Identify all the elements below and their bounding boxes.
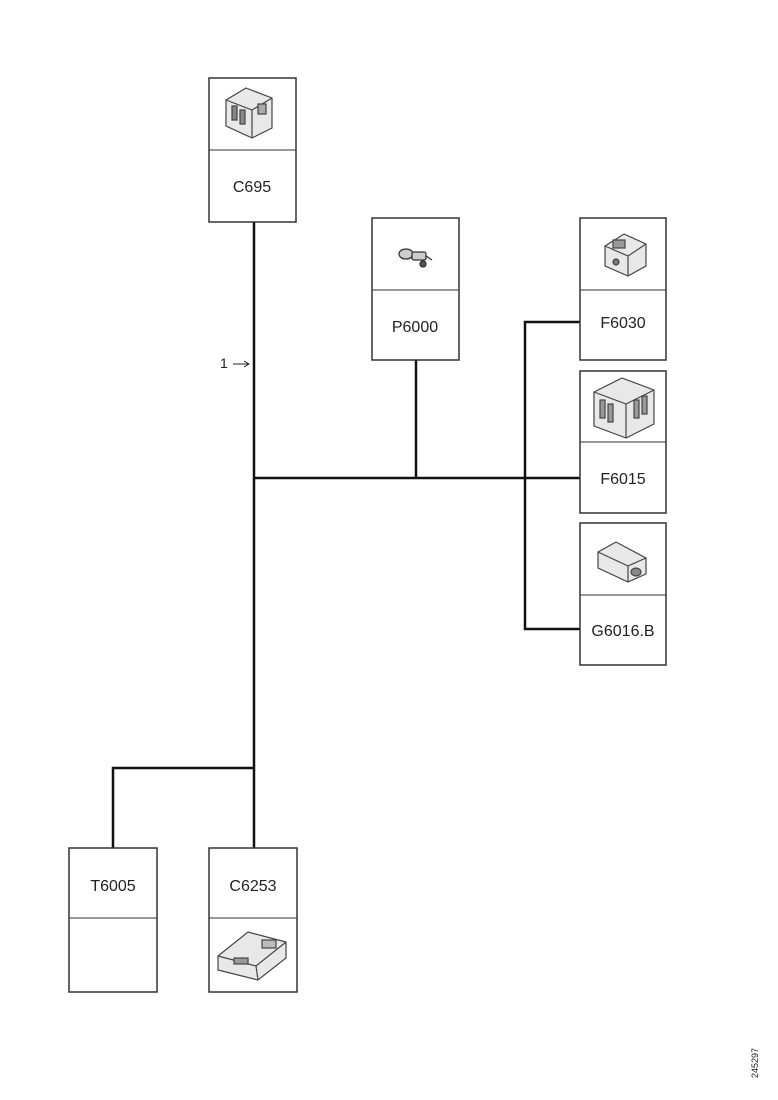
connector-label: C6253 bbox=[229, 878, 276, 895]
connector-c6253[interactable]: C6253 bbox=[208, 847, 298, 993]
sensor-probe-icon bbox=[398, 248, 433, 268]
f6030-g6016b-loop-wire bbox=[523, 320, 580, 631]
wiring-lines bbox=[111, 222, 580, 848]
connector-label: F6030 bbox=[600, 315, 645, 332]
connector-t6005[interactable]: T6005 bbox=[68, 847, 158, 993]
connector-c695[interactable]: C695 bbox=[208, 77, 297, 223]
callout-arrowhead bbox=[243, 360, 250, 368]
connector-label: C695 bbox=[233, 179, 271, 196]
t6005-branch-wire bbox=[111, 766, 254, 848]
connector-label: T6005 bbox=[90, 878, 135, 895]
connector-box bbox=[68, 847, 158, 993]
connector-g6016b[interactable]: G6016.B bbox=[579, 522, 667, 666]
connector-housing-icon bbox=[593, 377, 655, 439]
connector-plate-icon bbox=[217, 931, 287, 981]
connector-block-icon bbox=[604, 233, 647, 277]
connector-label: G6016.B bbox=[591, 623, 654, 640]
connector-label: P6000 bbox=[392, 319, 438, 336]
callout-1: 1 bbox=[220, 355, 250, 371]
connector-label: F6015 bbox=[600, 471, 645, 488]
connector-f6015[interactable]: F6015 bbox=[579, 370, 667, 514]
connector-p6000[interactable]: P6000 bbox=[371, 217, 460, 361]
connector-box bbox=[371, 217, 460, 361]
document-id: 245297 bbox=[750, 1047, 760, 1078]
connector-f6030[interactable]: F6030 bbox=[579, 217, 667, 361]
connector-box bbox=[579, 522, 667, 666]
plug-icon bbox=[597, 541, 647, 583]
connector-block-icon bbox=[225, 87, 273, 139]
callout-label: 1 bbox=[220, 355, 228, 371]
